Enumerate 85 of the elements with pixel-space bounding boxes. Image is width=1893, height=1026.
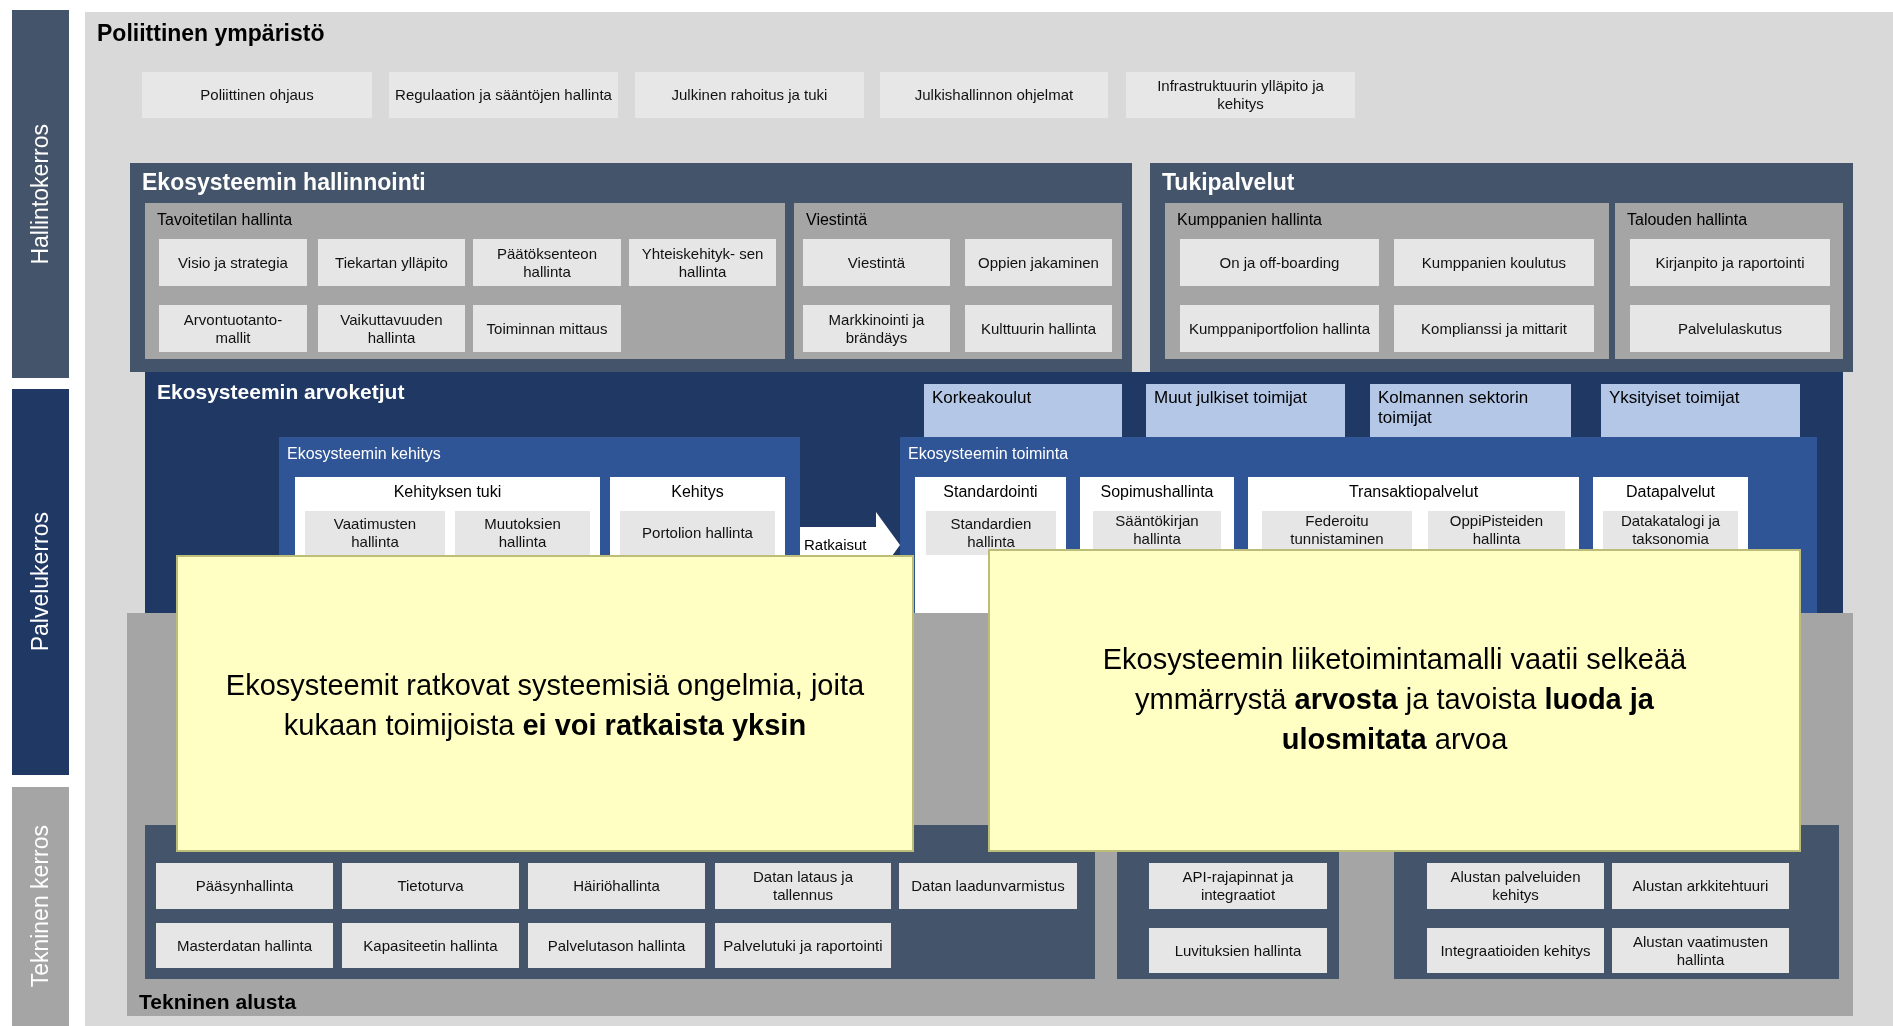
panel-heading: Tukipalvelut: [1162, 169, 1295, 196]
service-group: [295, 477, 600, 556]
layer-band: Hallintokerros: [12, 10, 69, 378]
capability-box: Palvelutuki ja raportointi: [715, 923, 891, 968]
capability-box: Poliittinen ohjaus: [142, 72, 372, 118]
process-panel: [279, 437, 800, 556]
capability-box: Vaikuttavuuden hallinta: [318, 305, 465, 352]
capability-box: Yhteiskehityk- sen hallinta: [629, 239, 776, 286]
capability-box: Muutoksien hallinta: [455, 511, 590, 555]
capability-box: Luvituksien hallinta: [1149, 928, 1327, 973]
panel-heading: Sopimushallinta: [1099, 483, 1215, 501]
panel-heading: Poliittinen ympäristö: [97, 20, 325, 47]
capability-box: API-rajapinnat ja integraatiot: [1149, 863, 1327, 909]
panel-heading: Transaktiopalvelut: [1347, 483, 1480, 501]
capability-box: Kumppaniportfolion hallinta: [1180, 305, 1379, 352]
panel-heading: Ekosysteemin hallinnointi: [142, 169, 426, 196]
capability-box: Masterdatan hallinta: [156, 923, 333, 968]
capability-box: Federoitu tunnistaminen: [1262, 511, 1412, 549]
service-group: [1080, 477, 1234, 550]
callout-tooltip: Ekosysteemit ratkovat systeemisiä ongelmia, joita kukaan toimijoista ei voi ratkaista yksin: [176, 555, 914, 852]
capability-box: Vaatimusten hallinta: [305, 511, 445, 555]
environment-panel: [85, 12, 1893, 1026]
layer-band: Tekninen kerros: [12, 787, 69, 1026]
capability-box: Sääntökirjan hallinta: [1093, 511, 1221, 549]
callout-tooltip: Ekosysteemin liiketoimintamalli vaatii selkeää ymmärrystä arvosta ja tavoista luoda ja ulosmitata arvoa: [988, 549, 1801, 852]
governance-panel: [1150, 163, 1853, 372]
panel-heading: Viestintä: [806, 211, 868, 229]
panel-heading: Ekosysteemin arvoketjut: [157, 380, 405, 404]
capability-box: Palvelulaskutus: [1630, 305, 1830, 352]
capability-box: Tiekartan ylläpito: [318, 239, 465, 286]
edge-label: Ratkaisut: [804, 536, 867, 553]
service-group: [1248, 477, 1579, 550]
capability-box: Integraatioiden kehitys: [1427, 928, 1604, 973]
capability-box: Kumppanien koulutus: [1394, 239, 1594, 286]
panel-heading: Kumppanien hallinta: [1177, 211, 1322, 229]
capability-box: Alustan palveluiden kehitys: [1427, 863, 1604, 909]
capability-box: Viestintä: [803, 239, 950, 286]
capability-box: Palvelutason hallinta: [528, 923, 705, 968]
group-panel: [145, 203, 785, 359]
panel-heading: Datapalvelut: [1625, 483, 1716, 501]
capability-box: Datan laadunvarmistus: [899, 863, 1077, 909]
service-group: [610, 477, 785, 556]
group-panel: [1615, 203, 1843, 359]
panel-heading: Tekninen alusta: [139, 990, 297, 1014]
capability-box: Infrastruktuurin ylläpito ja kehitys: [1126, 72, 1355, 118]
governance-panel: [130, 163, 1132, 372]
capability-box: Alustan arkkitehtuuri: [1612, 863, 1789, 909]
capability-box: Pääsynhallinta: [156, 863, 333, 909]
capability-box: On ja off-boarding: [1180, 239, 1379, 286]
actor-box: Yksityiset toimijat: [1601, 384, 1800, 437]
group-panel: [794, 203, 1122, 359]
capability-box: Tietoturva: [342, 863, 519, 909]
panel-heading: Kehitys: [670, 483, 725, 501]
capability-box: Portolion hallinta: [620, 511, 775, 555]
capability-box: Oppien jakaminen: [965, 239, 1112, 286]
capability-box: Markkinointi ja brändäys: [803, 305, 950, 352]
group-panel: [1165, 203, 1609, 359]
capability-box: Alustan vaatimusten hallinta: [1612, 928, 1789, 973]
capability-box: Kirjanpito ja raportointi: [1630, 239, 1830, 286]
capability-box: Standardien hallinta: [926, 511, 1056, 555]
capability-box: Julkinen rahoitus ja tuki: [635, 72, 864, 118]
capability-box: Datakatalogi ja taksonomia: [1603, 511, 1738, 549]
capability-box: Päätöksenteon hallinta: [473, 239, 621, 286]
capability-box: Häiriöhallinta: [528, 863, 705, 909]
capability-box: Julkishallinnon ohjelmat: [880, 72, 1108, 118]
panel-heading: Tavoitetilan hallinta: [157, 211, 293, 229]
capability-box: Arvontuotanto- mallit: [159, 305, 307, 352]
panel-heading: Standardointi: [942, 483, 1039, 501]
actor-box: Kolmannen sektorin toimijat: [1370, 384, 1571, 437]
actor-box: Korkeakoulut: [924, 384, 1122, 437]
capability-box: Datan lataus ja tallennus: [715, 863, 891, 909]
capability-box: Komplianssi ja mittarit: [1394, 305, 1594, 352]
capability-box: Kulttuurin hallinta: [965, 305, 1112, 352]
panel-heading: Ekosysteemin toiminta: [908, 445, 1069, 463]
capability-box: Regulaation ja sääntöjen hallinta: [389, 72, 618, 118]
actor-box: Muut julkiset toimijat: [1146, 384, 1345, 437]
capability-box: Visio ja strategia: [159, 239, 307, 286]
panel-heading: Kehityksen tuki: [392, 483, 503, 501]
service-group: [1593, 477, 1748, 550]
capability-box: Kapasiteetin hallinta: [342, 923, 519, 968]
panel-heading: Talouden hallinta: [1627, 211, 1748, 229]
layer-band: Palvelukerros: [12, 389, 69, 775]
capability-box: OppiPisteiden hallinta: [1428, 511, 1565, 549]
capability-box: Toiminnan mittaus: [473, 305, 621, 352]
panel-heading: Ekosysteemin kehitys: [287, 445, 441, 463]
